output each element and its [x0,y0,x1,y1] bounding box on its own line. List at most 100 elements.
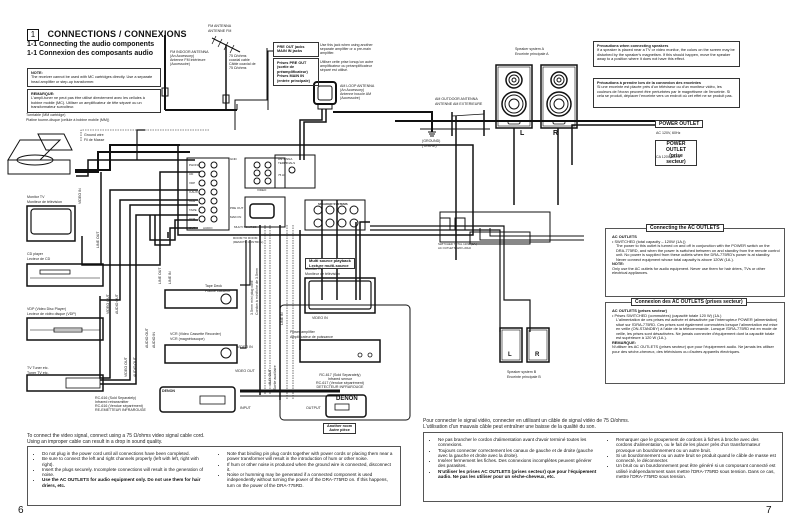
ground-wire-label-en: Ground wire [84,133,104,137]
coax-cable-label: 75 Ω/ohms coaxial cable Câble coaxial de… [229,54,256,70]
bottom-notes-fr: Ne pas brancher le cordon d'alimentation… [423,432,783,502]
coax-line1: 75 Ω/ohms [229,54,247,58]
ground-wire-label-fr: Fil de Masse [84,138,105,142]
fm-antenna-label-fr: ANTENNE FM [208,29,232,33]
speaker-a-left-label: L [520,130,525,137]
cable-label-vcr-video-out: VIDEO OUT [235,369,255,373]
video-note-fr-line1: Pour connecter le signal vidéo, connecte… [423,418,630,424]
video-note-fr: Pour connecter le signal vidéo, connecte… [423,418,629,430]
ac-outlets-en-switched: • SWITCHED (total capacity – 120W (1A.)) [612,238,686,244]
power-outlet-en-spec: AC 120V, 60Hz [656,131,681,135]
cable-label-audio-in-vcr: AUDIO IN [152,332,156,348]
another-room-tag: Another room Autre pièce [323,423,357,434]
precautions-fr-heading: Précautions à prendre lors de la connexi… [597,81,702,85]
power-amp-label-fr: Amplificateur de puissance [290,335,333,339]
bottom-en-col2-item: Note that binding pin plug cords togethe… [227,451,394,462]
page-number-right: 7 [766,505,772,516]
cable-label-vcr-video-in: VIDEO IN [237,345,253,349]
precautions-fr-text: Si une enceinte est placée près d'un tél… [597,85,733,99]
preout-en-box: PRE OUT jacks MAIN IN jacks [273,42,319,57]
another-room-fr: Autre pièce [329,428,350,433]
tape-deck-label-fr: Platine cassette [205,289,231,293]
coax-line2: coaxial cable [229,58,250,62]
am-outdoor-label-fr: ANTENNE AM EXTERIEURE [435,102,483,106]
vdp-label-fr: Lecteur de vidéo disque (VDP) [27,312,76,316]
cable-label-audio-out-vcr: AUDIO OUT [145,328,149,348]
rc616-line1: RC-616 (Sold Separately) [95,396,137,400]
receiver-audio: AUDIO [203,226,213,230]
cable-label-audio-out-tuner: AUDIO OUT [133,357,137,377]
cable-label-video-out-vdp: VIDEO OUT [106,294,110,314]
vdp-label-en: VDP (Video Disc Player) [27,307,67,311]
ac-outlets-fr-note-text: N'utiliser les AC OUTLETS (prises secteu… [612,344,774,354]
ac-outlets-en-note-text: Only use the AC outlets for audio equipm… [612,265,766,275]
cable-label-line-out-tape: LINE OUT [158,267,162,284]
another-room-en: Another room [327,424,353,428]
receiver-vcr-out: VCR [189,217,196,221]
bottom-fr-col2-item: Remarquer que le groupement de cordons à… [616,437,776,453]
rc617-line3: RC-617 (Vendue séparément) [316,381,364,385]
precautions-fr-box: Précautions à prendre lors de la connexi… [593,78,740,108]
cd-player-label-fr: Lecteur de CD [27,257,51,261]
remarque-text: L'ampli-tuner ne peut pas être utilisé d… [31,96,145,110]
cable-label-line-in-tape: LINE IN [168,271,172,284]
bottom-fr-col1-item: N'utiliser les prises AC OUTLETS (prises… [438,469,598,480]
bottom-notes-en: Do not plug in the power cord until all … [27,446,401,506]
input-label: INPUT [240,406,251,410]
bottom-notes-en-col2: Note that binding pin plug cords togethe… [219,451,394,488]
am-loop-line2: (An Accessory) [340,88,365,92]
ac-outlets-fr-title: Connexion des AC OUTLETS (prises secteur… [631,298,747,306]
aux-out-label: AUX OUT [268,369,272,385]
fm-indoor-line4: (Accessoire) [170,62,190,66]
am-outdoor-label-en: AM OUTDOOR ANTENNA [435,97,478,101]
bottom-fr-col1-item: Ne pas brancher le cordon d'alimentation… [438,437,598,448]
cable-label-audio-out-vdp: AUDIO OUT [115,294,119,314]
ac-outlets-fr-body: L'alimentation de ces prises est activée… [616,317,778,340]
precautions-en-box: Precautions when connecting speakers If … [593,41,740,67]
receiver-ac-outlets: SWITCHED TOTAL 120W (1A.) AC OUTLETS 120… [438,242,478,250]
monitor-tv2-label-fr: Moniteur de télévision [305,272,340,276]
ac-outlets-fr-heading: AC OUTLETS (prises secteur) [612,308,667,313]
ground-label-fr: (TERRE) [422,144,437,148]
receiver-vdp: VDP [189,181,196,185]
ac-outlets-en-body: The power to this outlet is turned on an… [616,243,780,262]
receiver-phono: PHONO [189,163,201,167]
fm-indoor-line2: (An Accessory) [170,54,195,58]
preout-en-text: Use this jack when using another separat… [320,43,373,55]
bottom-fr-col1-item: Toujours connecter correctement les cana… [438,448,598,459]
video-note-fr-line2: L'utilisation d'un mauvais câble peut en… [423,424,596,430]
speaker-a-label-fr: Enceinte principale A [515,52,549,56]
tape-deck-label-en: Tape Deck [205,284,222,288]
fm-indoor-label: FM INDOOR ANTENNA (An Accessory) Antenne… [170,50,209,66]
section-number: 1 [27,29,39,41]
note-heading: NOTE: [31,71,43,75]
cable-label-video-out-tuner: VIDEO OUT [124,357,128,377]
rc617-brand: DENON [336,396,358,402]
tv-tuner-label-en: TV Tuner etc. [27,366,49,370]
cd-player-label-en: CD player [27,252,43,256]
receiver-vcr: VCR [189,199,196,203]
vcr-label-en: VCR (Video Cassette Recorder) [170,332,222,336]
rc616-line4: RE-EMETTEUR INFRAROUGE [95,408,146,412]
mini-plug-label-fr: Cordon à minifiche de 3.5mm [255,268,259,315]
rc616-label: RC-616 (Sold Separately) Infrared retran… [95,396,146,412]
ground-label-en: (GROUND) [422,139,441,143]
subsection-title-en: 1-1 Connecting the audio components [27,41,155,48]
bottom-notes-fr-col2: Remarquer que le groupement de cordons à… [608,437,776,479]
speaker-a-label-en: Speaker system A [515,47,544,51]
receiver-out: OUT [189,226,196,230]
rc617-line4: DETECTEUR INFRAROUGE [316,385,364,389]
bottom-en-col1-item: Do not plug in the power cord until all … [42,451,209,456]
monitor-tv2-label-en: Monitor TV [305,267,323,271]
rc616-brand: DENON [162,389,175,393]
multi-source-fr: Lecture multi-source [309,262,349,268]
receiver-pre-out: PRE OUT [230,206,244,210]
bottom-en-col2-item: Noise or humming may be generated if a c… [227,472,394,488]
bottom-notes-fr-col1: Ne pas brancher le cordon d'alimentation… [430,437,598,479]
video-note-en-line2: Using an improper cable can result in a … [27,439,163,445]
receiver-vaux: V.AUX [189,190,198,194]
note-text: The receiver cannot be used with MC cart… [31,75,153,84]
bottom-en-col1-item: Insert the plugs securely. Incomplete co… [42,467,209,478]
power-outlet-fr-tag: POWER OUTLET (prise secteur) [655,140,697,166]
receiver-gnd: GND [230,157,237,161]
